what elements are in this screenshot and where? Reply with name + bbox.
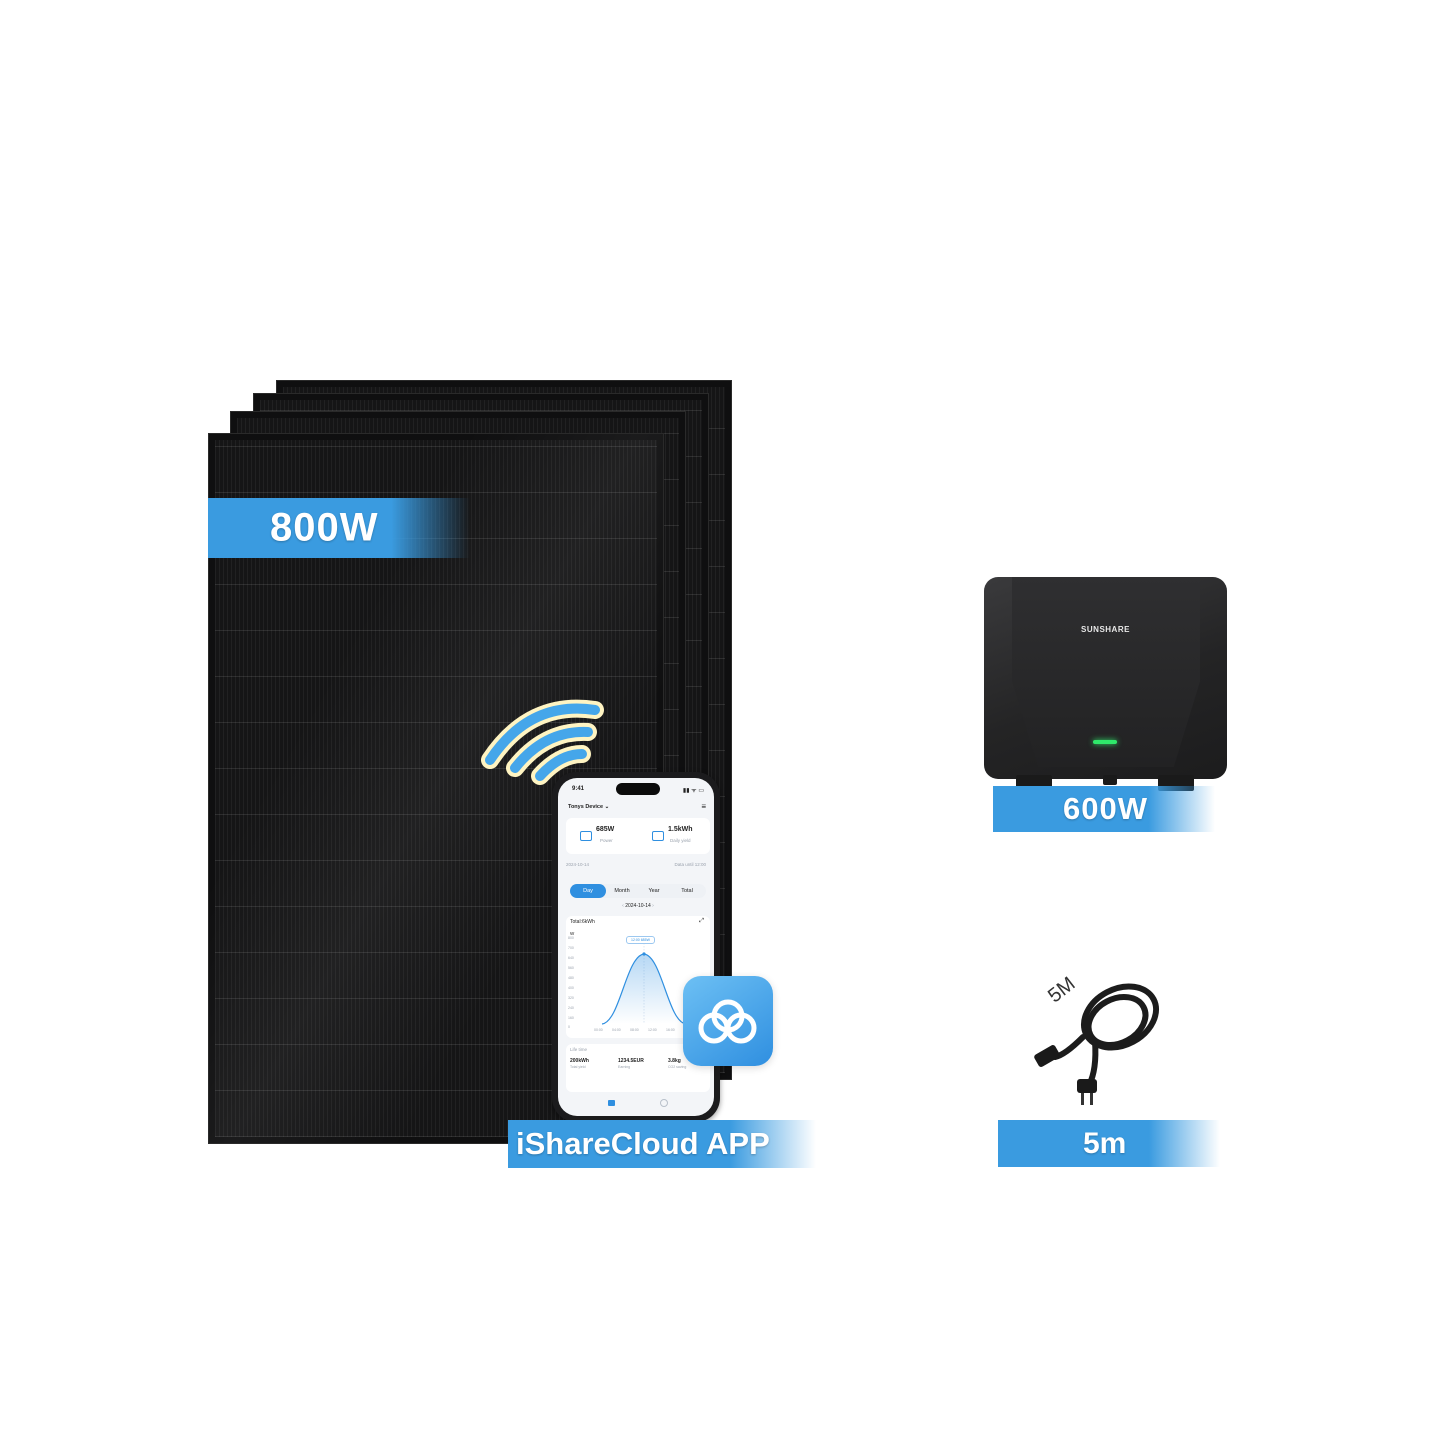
panel-power-banner: 800W <box>208 498 470 558</box>
chart-unit: W <box>570 931 575 936</box>
home-nav-icon[interactable] <box>608 1100 615 1106</box>
inverter-power-label: 600W <box>1063 791 1148 826</box>
tab-total[interactable]: Total <box>681 888 693 894</box>
inverter-power-banner: 600W <box>993 786 1215 832</box>
app-banner: iShareCloud APP <box>508 1120 816 1168</box>
x-tick: 16:00 <box>666 1028 675 1032</box>
y-tick: 560 <box>568 966 574 970</box>
x-tick: 08:00 <box>630 1028 639 1032</box>
phone-screen: 9:41 ▮▮ ᯤ ▭ Tonys Device ⌄ ≡ 685W Power … <box>558 778 714 1116</box>
y-tick: 640 <box>568 956 574 960</box>
lifetime-value: 1234.5EUR <box>618 1058 644 1064</box>
lifetime-value: 200kWh <box>570 1058 589 1064</box>
status-led <box>1093 740 1117 744</box>
y-tick: 700 <box>568 946 574 950</box>
wifi-icon <box>481 699 604 785</box>
tab-year[interactable]: Year <box>648 888 660 894</box>
power-icon <box>580 831 592 841</box>
lifetime-item-label: Total yield <box>570 1065 586 1069</box>
yield-value: 1.5kWh <box>668 826 693 833</box>
power-curve <box>601 940 687 1025</box>
x-tick: 04:00 <box>612 1028 621 1032</box>
chevron-right-icon[interactable]: › <box>652 903 654 909</box>
power-cable <box>1034 983 1160 1105</box>
x-tick: 00:00 <box>594 1028 603 1032</box>
yield-label: Daily yield <box>670 838 691 843</box>
y-tick: 480 <box>568 976 574 980</box>
y-tick: 800 <box>568 936 574 940</box>
selected-date: 2024-10-14 <box>625 903 651 909</box>
cable-length-banner: 5m <box>998 1120 1220 1167</box>
chart-total: Total:6kWh <box>570 919 595 925</box>
profile-nav-icon[interactable] <box>660 1099 668 1107</box>
inverter-connector <box>1103 775 1117 785</box>
tab-day[interactable]: Day <box>570 884 606 898</box>
micro-inverter: SUNSHARE <box>984 577 1227 779</box>
lifetime-card: Life time 200kWh Total yield 1234.5EUR E… <box>566 1044 710 1092</box>
tab-month[interactable]: Month <box>614 888 630 894</box>
isharecloud-app-icon <box>683 976 773 1066</box>
chart-tooltip: 12:00 685W <box>626 936 655 944</box>
x-tick: 12:00 <box>648 1028 657 1032</box>
period-tabs: Day Month Year Total <box>570 884 706 898</box>
dynamic-island <box>616 783 660 795</box>
lifetime-value: 3.8kg <box>668 1058 681 1064</box>
power-value: 685W <box>596 826 615 833</box>
lifetime-item-label: CO2 saving <box>668 1065 687 1069</box>
lifetime-item-label: Earning <box>618 1065 631 1069</box>
date-right: Data until 12:00 <box>674 862 706 867</box>
power-label: Power <box>600 838 613 843</box>
stats-card: 685W Power 1.5kWh Daily yield <box>566 818 710 854</box>
cable-length-label: 5m <box>1083 1126 1127 1160</box>
phone-mockup: 9:41 ▮▮ ᯤ ▭ Tonys Device ⌄ ≡ 685W Power … <box>552 772 720 1122</box>
status-icons: ▮▮ ᯤ ▭ <box>682 788 704 794</box>
lifetime-label: Life time <box>570 1047 588 1052</box>
y-tick: 240 <box>568 1006 574 1010</box>
expand-icon[interactable]: ⤢ <box>699 918 704 924</box>
chevron-left-icon[interactable]: ‹ <box>622 903 624 909</box>
chevron-down-icon: ⌄ <box>604 804 610 810</box>
device-selector[interactable]: Tonys Device ⌄ <box>568 804 609 810</box>
yield-icon <box>652 831 664 841</box>
cloud-icon <box>698 999 757 1044</box>
y-tick: 320 <box>568 996 574 1000</box>
date-picker[interactable]: ‹ 2024-10-14 › <box>558 903 714 909</box>
menu-icon[interactable]: ≡ <box>701 802 706 811</box>
y-tick: 160 <box>568 1016 574 1020</box>
power-chart-card: Total:6kWh ⤢ W 800 700 640 560 480 400 3… <box>566 916 710 1038</box>
inverter-brand: SUNSHARE <box>1081 625 1130 634</box>
y-tick: 0 <box>568 1025 570 1029</box>
device-name: Tonys Device <box>568 804 604 810</box>
status-time: 9:41 <box>572 786 585 792</box>
date-left: 2024-10-14 <box>566 862 590 867</box>
app-banner-label: iShareCloud APP <box>516 1126 770 1161</box>
y-tick: 400 <box>568 986 574 990</box>
y-axis: 800 700 640 560 480 400 320 240 160 0 <box>568 936 580 1029</box>
panel-power-label: 800W <box>270 505 379 550</box>
